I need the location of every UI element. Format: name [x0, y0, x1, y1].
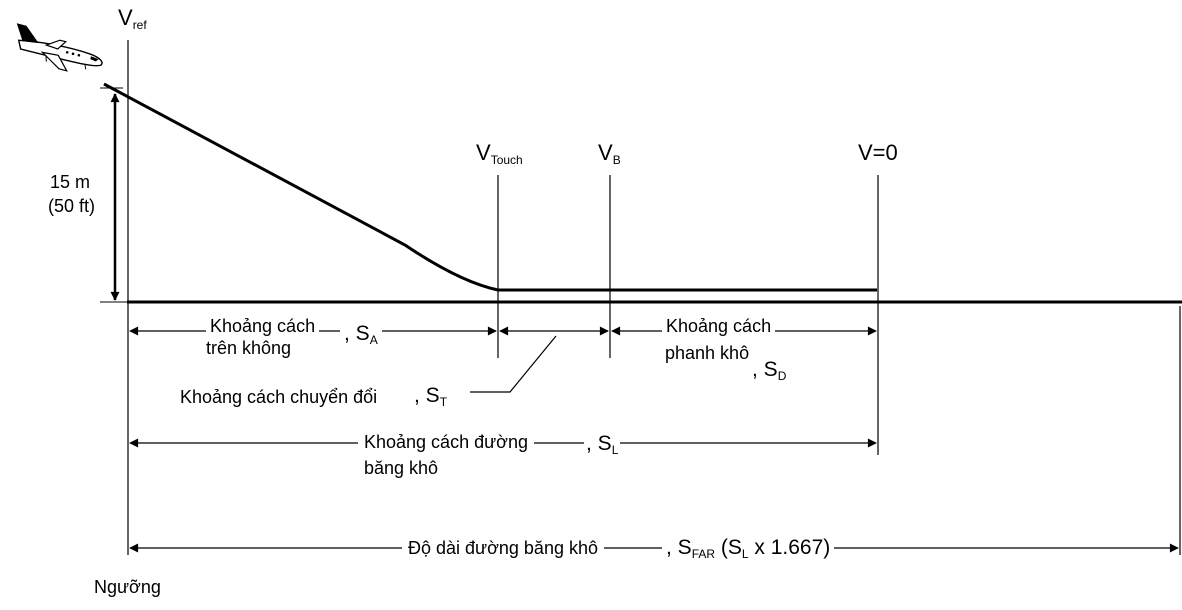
air-distance-label-line2: trên không	[206, 338, 292, 358]
height-ft-label: (50 ft)	[48, 196, 96, 216]
jet-aircraft-icon	[16, 23, 103, 72]
transition-distance-label: Khoảng cách chuyển đổi	[180, 387, 378, 407]
landing-distance-label-line2: băng khô	[364, 458, 439, 478]
transition-distance-symbol: , ST	[414, 384, 448, 409]
approach-path	[103, 82, 877, 292]
air-distance-label-line1: Khoảng cách	[206, 316, 320, 337]
far-distance-label: Độ dài đường băng khô	[402, 538, 604, 559]
vb-label: VB	[598, 140, 621, 167]
v0-label: V=0	[858, 140, 898, 165]
threshold-label: Ngưỡng	[94, 577, 161, 597]
air-distance-symbol: , SA	[340, 322, 382, 346]
vtouch-label: VTouch	[476, 140, 523, 167]
landing-distance-label-line1: Khoảng cách đường	[358, 432, 534, 453]
transition-leader-line	[470, 335, 557, 393]
braking-distance-label-line1: Khoảng cách	[662, 316, 776, 337]
height-m-label: 15 m	[50, 172, 91, 192]
far-distance-symbol: , SFAR (SL x 1.667)	[662, 536, 835, 560]
braking-distance-symbol: , SD	[752, 358, 787, 383]
vref-label: Vref	[118, 5, 147, 32]
landing-distance-symbol: , SL	[584, 432, 621, 457]
braking-distance-label-line2: phanh khô	[665, 343, 750, 363]
